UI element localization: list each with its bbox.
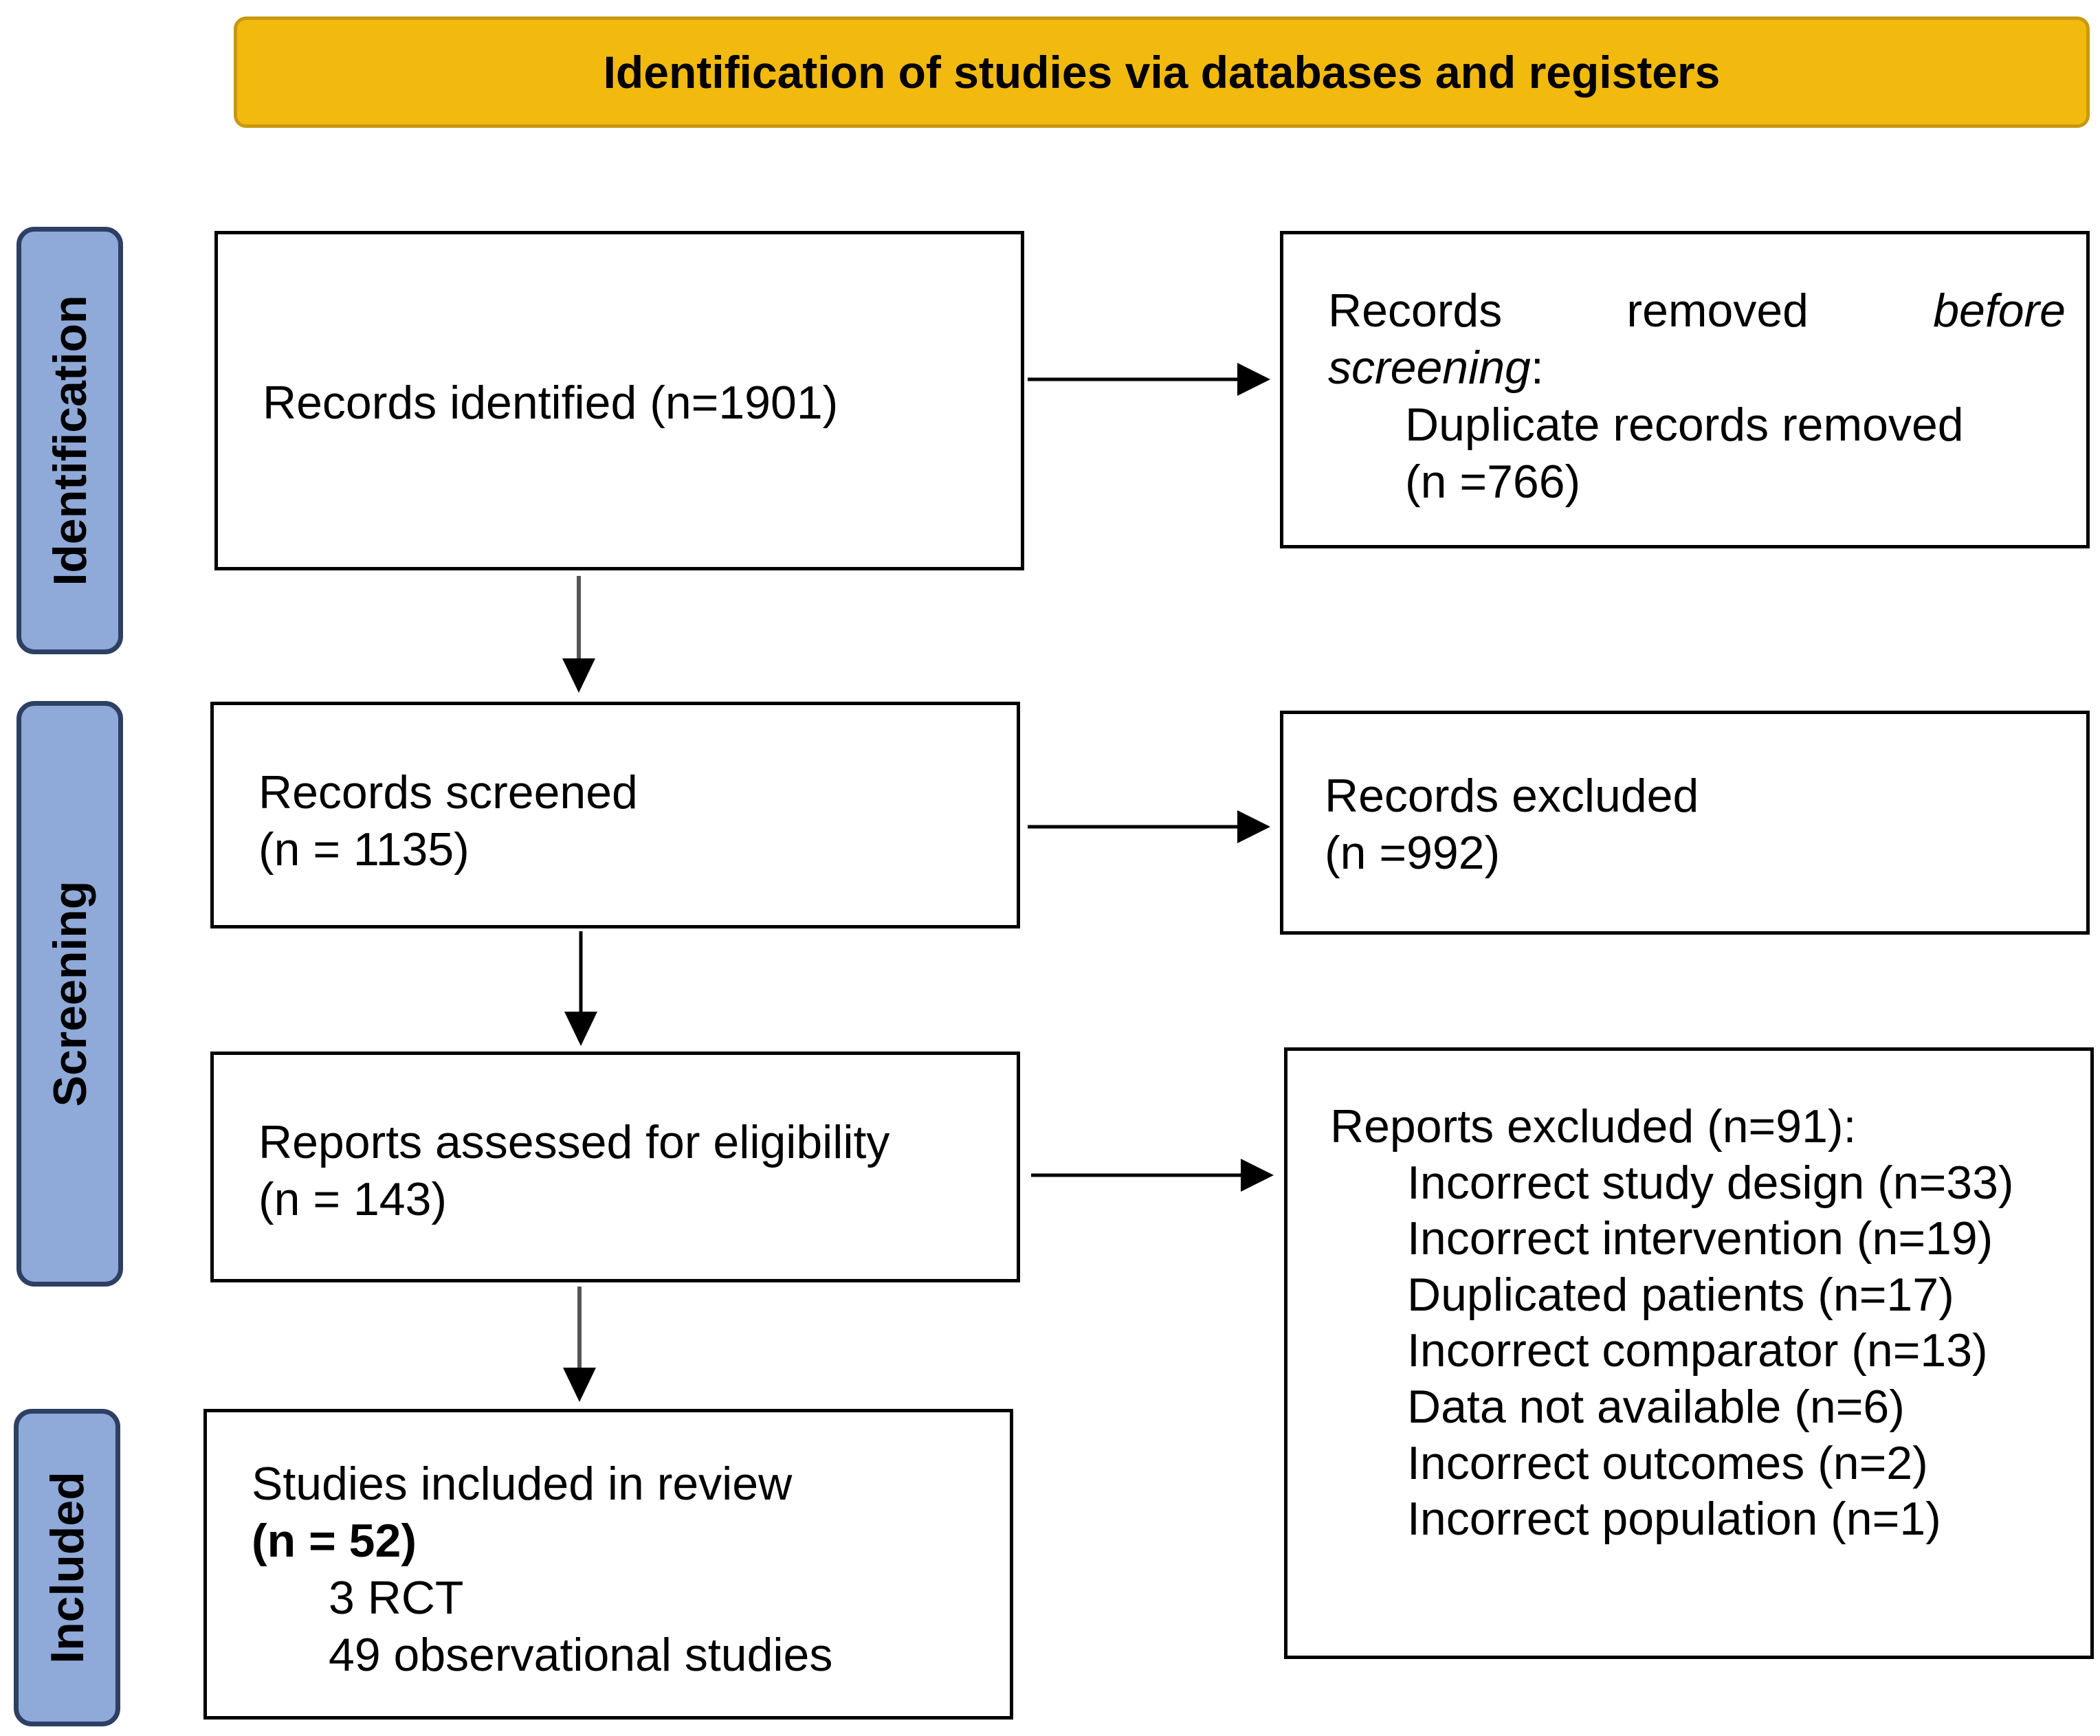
stage-screening-label: Screening	[43, 880, 96, 1107]
records-identified-box: Records identified (n=1901)	[214, 231, 1024, 570]
exclusion-reason: Incorrect outcomes (n=2)	[1407, 1436, 1928, 1489]
records-removed-box: Records removed before screening: Duplic…	[1280, 231, 2090, 548]
exclusion-reason: Incorrect population (n=1)	[1407, 1493, 1941, 1546]
arrow-to-studies-included	[563, 1287, 596, 1402]
studies-included-count: (n = 52)	[252, 1514, 417, 1567]
reports-assessed-label: Reports assessed for eligibility	[258, 1116, 890, 1168]
reports-excluded-label: Reports excluded (n=91):	[1330, 1100, 1857, 1153]
records-removed-word: before	[1933, 285, 2066, 337]
arrow-to-reports-excluded	[1031, 1159, 1274, 1192]
records-excluded-box: Records excluded (n =992)	[1280, 711, 2090, 935]
exclusion-reason: Incorrect intervention (n=19)	[1407, 1212, 1993, 1265]
stage-included: Included	[14, 1409, 120, 1726]
duplicate-records-label: Duplicate records removed	[1405, 398, 1964, 451]
studies-included-item: 49 observational studies	[329, 1628, 833, 1681]
exclusion-reason: Data not available (n=6)	[1407, 1380, 1905, 1433]
reports-assessed-box: Reports assessed for eligibility (n = 14…	[210, 1051, 1020, 1282]
stage-screening: Screening	[16, 701, 123, 1287]
records-identified-text: Records identified (n=1901)	[263, 377, 839, 429]
duplicate-records-count: (n =766)	[1405, 455, 1581, 508]
studies-included-label: Studies included in review	[252, 1458, 793, 1510]
records-removed-word: removed	[1626, 285, 1809, 337]
records-excluded-count: (n =992)	[1325, 826, 1501, 879]
arrow-to-records-removed	[1028, 363, 1270, 396]
records-excluded-label: Records excluded	[1325, 770, 1699, 822]
reports-excluded-box: Reports excluded (n=91): Incorrect study…	[1284, 1047, 2094, 1659]
header-title: Identification of studies via databases …	[603, 47, 1721, 98]
stage-included-label: Included	[41, 1471, 93, 1664]
exclusion-reason: Duplicated patients (n=17)	[1407, 1268, 1954, 1321]
header-banner: Identification of studies via databases …	[234, 16, 2090, 128]
records-removed-heading: Records removed before	[1328, 282, 2066, 340]
studies-included-item: 3 RCT	[329, 1571, 464, 1624]
records-removed-word: Records	[1328, 285, 1503, 337]
records-screened-box: Records screened (n = 1135)	[210, 702, 1020, 928]
exclusion-reason: Incorrect study design (n=33)	[1407, 1156, 2014, 1209]
arrow-to-reports-assessed	[564, 931, 597, 1046]
arrow-to-records-screened	[562, 576, 595, 693]
exclusion-reason: Incorrect comparator (n=13)	[1407, 1324, 1988, 1377]
stage-identification: Identification	[16, 227, 123, 654]
records-removed-subheading: screening:	[1328, 341, 1544, 394]
arrow-to-records-excluded	[1028, 810, 1270, 843]
records-screened-label: Records screened	[258, 766, 638, 819]
stage-identification-label: Identification	[43, 295, 96, 586]
records-screened-count: (n = 1135)	[258, 823, 469, 876]
reports-assessed-count: (n = 143)	[258, 1172, 447, 1225]
studies-included-box: Studies included in review (n = 52) 3 RC…	[203, 1409, 1013, 1720]
